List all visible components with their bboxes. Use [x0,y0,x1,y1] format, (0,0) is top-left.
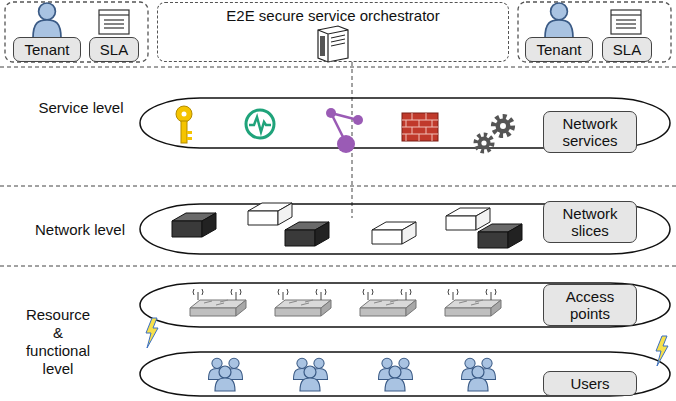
level-label: Resource & functional level [22,306,94,378]
tenant-box: Tenant [525,37,593,62]
access-point-box: Access points [543,284,637,326]
users-box: Users [543,371,637,396]
box-label: Tenant [24,41,69,58]
slice-box: Network slices [543,201,637,243]
box-label: SLA [613,41,641,58]
orchestrator-box: E2E secure service orchestrator [157,2,509,62]
box-label: E2E secure service orchestrator [226,7,439,24]
box-label: Network services [550,115,630,149]
sla-box: SLA [602,37,652,62]
level-label: Service level [26,99,136,117]
level-label: Network level [25,221,135,239]
box-label: SLA [100,41,128,58]
box-label: Tenant [536,41,581,58]
box-label: Users [570,375,609,392]
box-label: Network slices [550,205,630,239]
service-box: Network services [543,111,637,153]
box-label: Access points [550,288,630,322]
sla-box: SLA [89,37,139,62]
tenant-box: Tenant [13,37,81,62]
